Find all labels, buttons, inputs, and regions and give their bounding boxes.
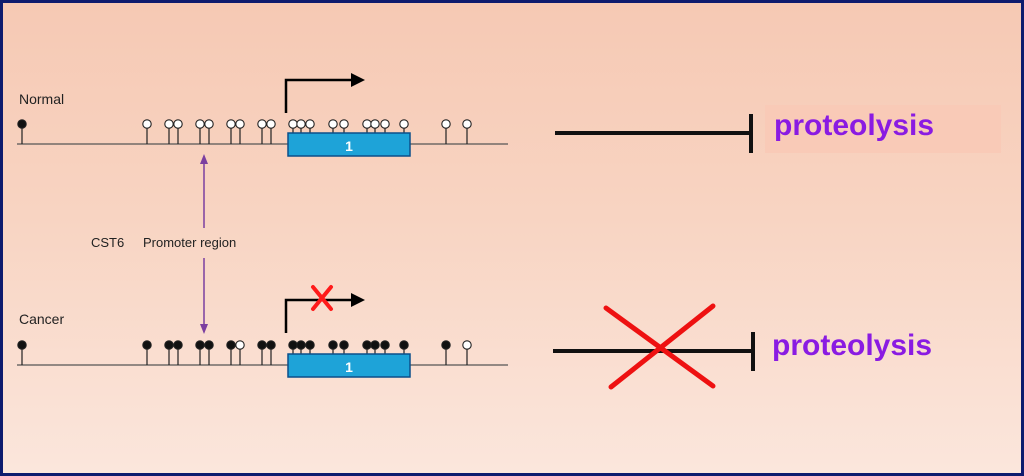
unmethylated-cpg-site	[441, 119, 451, 144]
normal-inhibition-arrow	[555, 114, 753, 153]
unmethylated-cpg-site	[257, 119, 267, 144]
gene-name-label: CST6	[91, 235, 124, 250]
methylated-cpg-site	[257, 340, 267, 365]
methylated-cpg-site	[441, 340, 451, 365]
transcription-blocked-cross-icon	[311, 285, 333, 311]
cancer-exon-box	[287, 353, 411, 378]
unmethylated-cpg-site	[235, 119, 245, 144]
unmethylated-cpg-site	[173, 119, 183, 144]
unmethylated-cpg-site	[462, 119, 472, 144]
methylated-cpg-site	[17, 119, 27, 144]
normal-exon-label: 1	[345, 138, 353, 154]
normal-transcription-arrowhead	[351, 73, 365, 87]
unmethylated-cpg-site	[204, 119, 214, 144]
normal-exon-box	[287, 132, 411, 157]
methylated-cpg-site	[17, 340, 27, 365]
methylated-cpg-site	[266, 340, 276, 365]
cancer-transcription-arrow	[284, 298, 355, 333]
normal-proteolysis-highlight	[765, 105, 1001, 153]
unmethylated-cpg-site	[226, 119, 236, 144]
normal-transcription-arrow	[284, 78, 355, 113]
unmethylated-cpg-site	[462, 340, 472, 365]
normal-cpg-sites	[17, 119, 472, 144]
inhibition-blocked-cross-icon	[603, 303, 716, 390]
cancer-transcription-arrowhead	[351, 293, 365, 307]
cancer-cpg-sites	[17, 340, 472, 365]
unmethylated-cpg-site	[235, 340, 245, 365]
promoter-region-arrow	[200, 154, 208, 334]
methylated-cpg-site	[173, 340, 183, 365]
unmethylated-cpg-site	[164, 119, 174, 144]
cancer-exon-label: 1	[345, 359, 353, 375]
unmethylated-cpg-site	[195, 119, 205, 144]
unmethylated-cpg-site	[266, 119, 276, 144]
promoter-region-label: Promoter region	[143, 235, 236, 250]
methylated-cpg-site	[195, 340, 205, 365]
methylated-cpg-site	[204, 340, 214, 365]
methylated-cpg-site	[164, 340, 174, 365]
cst6-methylation-diagram: Normal 1 proteolysis CST6 Promoter regio…	[17, 73, 1001, 390]
methylated-cpg-site	[226, 340, 236, 365]
unmethylated-cpg-site	[142, 119, 152, 144]
normal-label: Normal	[19, 91, 64, 107]
cancer-label: Cancer	[19, 311, 64, 327]
cancer-proteolysis-text: proteolysis	[772, 329, 932, 362]
methylated-cpg-site	[142, 340, 152, 365]
normal-proteolysis-text: proteolysis	[774, 109, 934, 142]
